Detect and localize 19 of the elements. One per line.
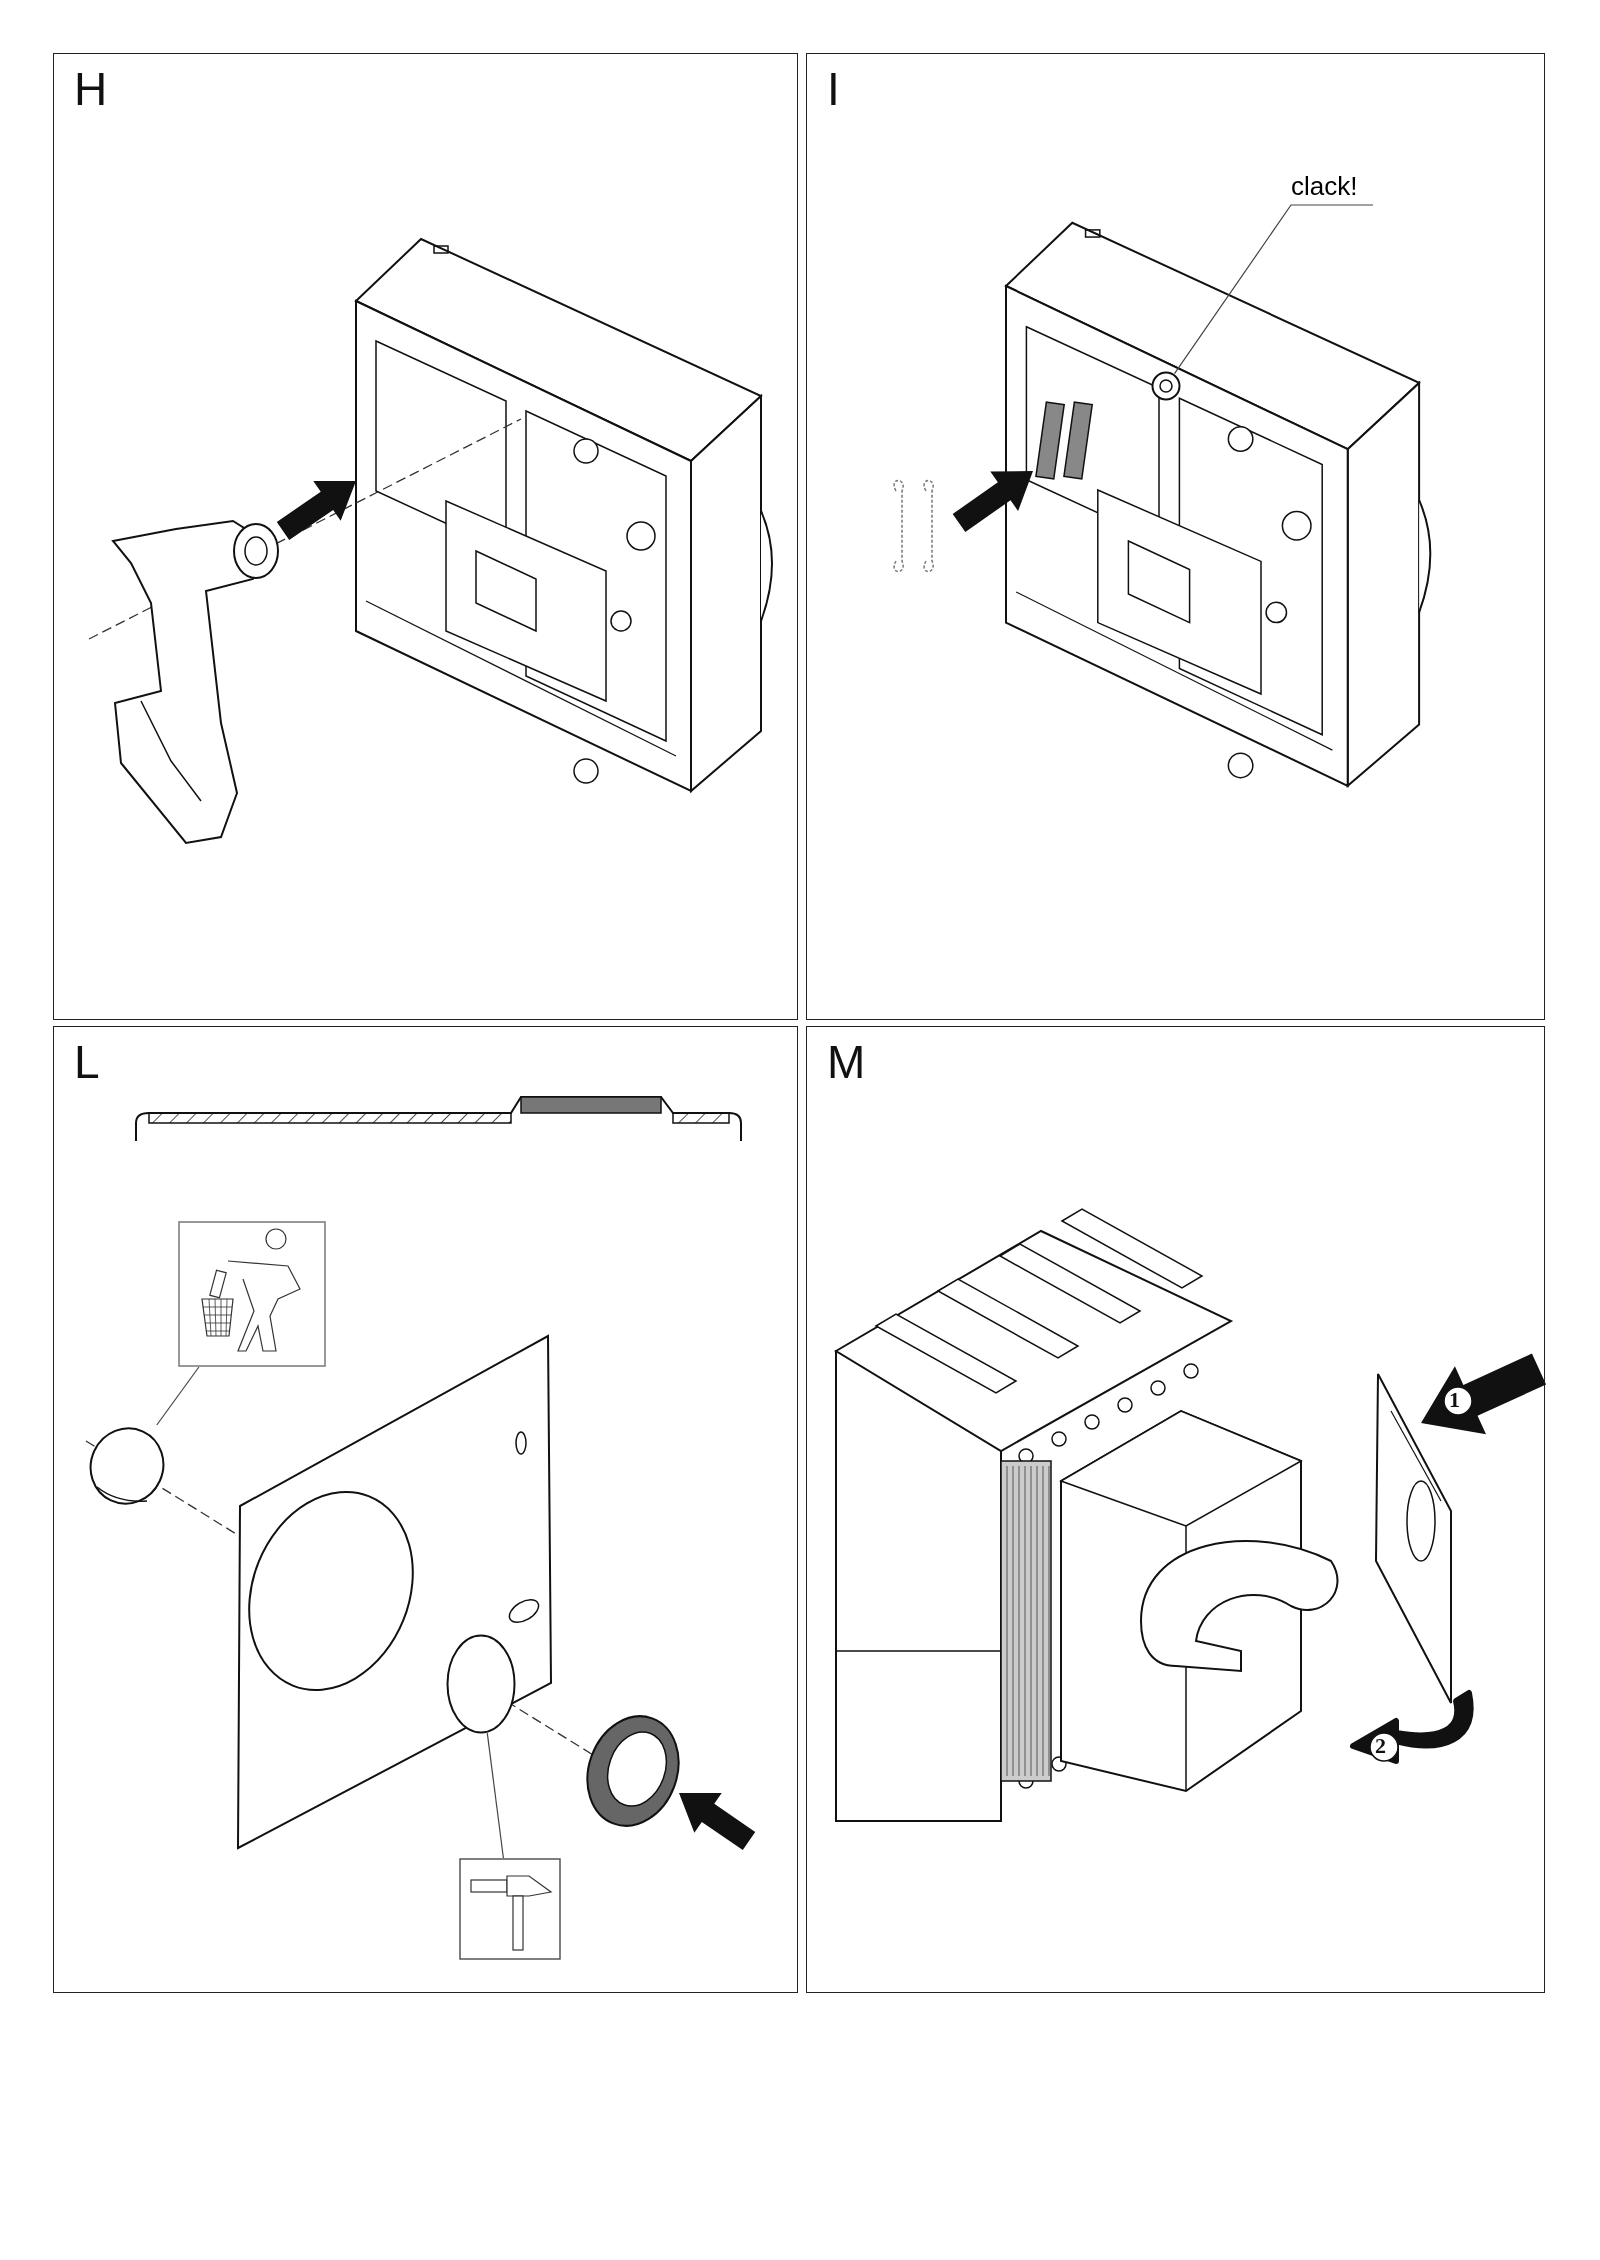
leader-line: [156, 1366, 200, 1426]
callout-number: 2: [1375, 1733, 1386, 1759]
step-letter: L: [74, 1035, 100, 1089]
step-panel: [806, 1026, 1545, 1993]
step-letter: M: [827, 1035, 866, 1089]
step-panel: [806, 53, 1545, 1020]
leader-line: [486, 1732, 504, 1859]
callout-text: clack!: [1291, 167, 1373, 205]
step-letter: H: [74, 62, 108, 116]
waste-bin-icon: [178, 1221, 326, 1367]
step-panel: [53, 53, 798, 1020]
knockout-disc: [87, 1425, 167, 1507]
leader-line: [1173, 204, 1374, 375]
hammer-icon: [459, 1858, 561, 1960]
step-panel: [53, 1026, 798, 1993]
step-letter: I: [827, 62, 840, 116]
pivot-pin: [1151, 371, 1181, 401]
callout-number: 1: [1449, 1387, 1460, 1413]
knockout-hole: [446, 1634, 516, 1734]
